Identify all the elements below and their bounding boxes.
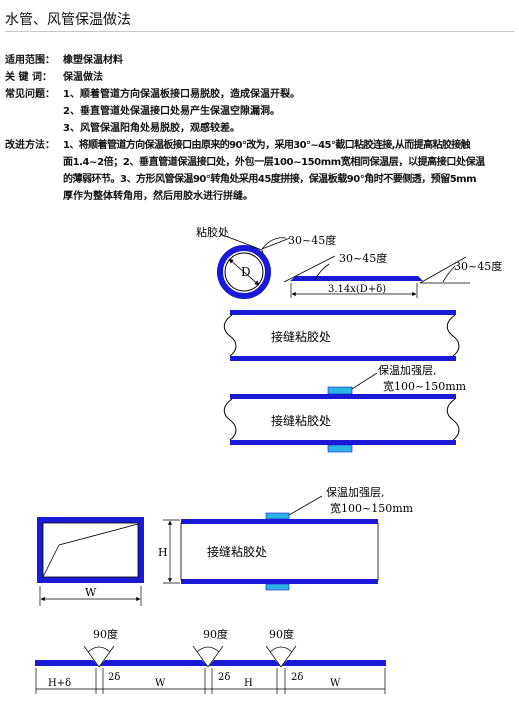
pipe-reinforced: 保温加强层, 宽100~150mm 接缝粘胶处 <box>223 363 467 453</box>
reinforce-label: 保温加强层, <box>378 363 437 377</box>
seam-label: 接缝粘胶处 <box>271 329 331 344</box>
problem-item: 2、垂直管道处保温接口处易产生保温空隙漏洞。 <box>63 106 280 117</box>
flat-insulation-slab: 30~45度 30~45度 3.14x(D+δ) <box>283 251 502 298</box>
height-label: H <box>158 546 168 559</box>
corner-angle-label: 90度 <box>93 627 118 641</box>
problem-item: 3、风管保温阳角处易脱胶，观感较差。 <box>63 123 240 134</box>
duct-longitudinal: H 保温加强层, 宽100~150mm 接缝粘胶处 <box>158 485 414 591</box>
diameter-label: D <box>241 265 251 279</box>
angle-label: 30~45度 <box>288 233 336 247</box>
problem-label: 常见问题： <box>5 89 55 100</box>
width-label: W <box>85 586 97 599</box>
dim-label: 2δ <box>291 672 303 683</box>
pipe-longitudinal: 接缝粘胶处 <box>223 310 460 361</box>
seam-label: 接缝粘胶处 <box>207 544 267 559</box>
reinforce-label: 保温加强层, <box>326 485 385 499</box>
duct-inner <box>42 522 139 578</box>
dim-label: 2δ <box>218 672 230 683</box>
length-formula-label: 3.14x(D+δ) <box>328 284 386 295</box>
method-line: 厚作为整体转角用，然后用胶水进行拼缝。 <box>63 191 253 202</box>
method-line: 面1.4~2倍；2、垂直管道保温接口处，外包一层100~150mm宽相同保温层，… <box>63 157 485 168</box>
insulation-bottom <box>230 440 456 445</box>
angle-label: 30~45度 <box>454 259 502 273</box>
corner-angle-label: 90度 <box>203 627 228 641</box>
dim-label: H <box>244 678 253 689</box>
reinforce-layer-bottom <box>265 583 290 591</box>
duct-cross-section: W <box>37 517 144 606</box>
seam-label: 接缝粘胶处 <box>271 413 331 428</box>
dim-label: W <box>155 678 166 689</box>
reinforce-layer-top <box>327 386 353 395</box>
slab-strip <box>290 276 423 281</box>
method-line: 的薄弱环节。3、方形风管保温90°转角处采用45度拼接，保温板载90°角时不要侧… <box>63 174 477 185</box>
angle-label: 30~45度 <box>339 251 387 265</box>
dim-label: W <box>330 678 341 689</box>
dim-label: H+δ <box>48 678 71 689</box>
reinforce-width-label: 宽100~150mm <box>330 501 414 515</box>
method-line: 1、将顺着管道方向保温板接口由原来的90°改为，采用30°~45°截口粘胶连接,… <box>63 140 471 151</box>
reinforce-layer-bottom <box>327 444 353 453</box>
method-label: 改进方法： <box>5 140 55 151</box>
insulation-bottom <box>181 579 378 584</box>
reinforce-width-label: 宽100~150mm <box>383 379 467 393</box>
round-pipe-section: D 粘胶处 30~45度 <box>196 225 336 299</box>
title-divider <box>5 31 514 32</box>
keyword-label: 关 键 词： <box>5 72 52 83</box>
insulation-bottom <box>230 356 456 361</box>
reinforce-layer-top <box>265 512 290 520</box>
insulation-top <box>230 394 456 399</box>
problem-item: 1、顺着管道方向保温板接口易脱胶，造成保温开裂。 <box>63 89 300 100</box>
unfolded-strip: 90度 90度 90度 H+δ 2δ W 2δ H 2δ W <box>35 627 386 694</box>
page-title: 水管、风管保温做法 <box>5 12 131 28</box>
dim-label: 2δ <box>108 672 120 683</box>
scope-value: 橡塑保温材料 <box>63 55 123 66</box>
keyword-value: 保温做法 <box>63 72 103 83</box>
scope-label: 适用范围： <box>5 55 55 66</box>
corner-angle-label: 90度 <box>269 627 294 641</box>
insulation-top <box>181 519 378 524</box>
glue-point-label: 粘胶处 <box>196 225 229 239</box>
insulation-top <box>230 310 456 315</box>
